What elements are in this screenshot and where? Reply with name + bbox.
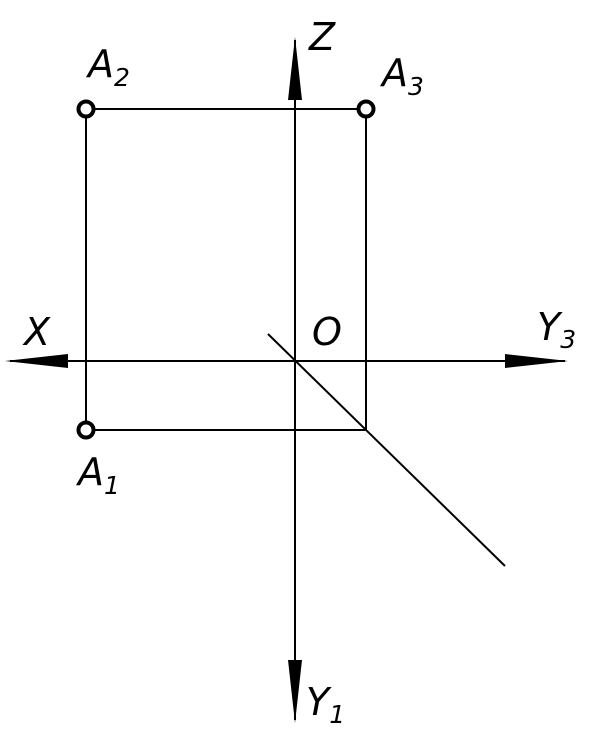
point-label-a2-letter: A xyxy=(85,42,114,86)
axis-label-x: X xyxy=(22,310,51,354)
point-label-a1-index: 1 xyxy=(104,471,120,500)
point-label-a1: A1 xyxy=(75,450,120,500)
axis-label-y3: Y3 xyxy=(537,305,576,354)
axis-label-y1: Y1 xyxy=(306,680,345,729)
y1-axis-arrow xyxy=(288,660,302,723)
constant-line-45 xyxy=(267,333,506,567)
point-label-a3-letter: A xyxy=(379,51,408,95)
axis-label-z: Z xyxy=(308,15,336,59)
axis-label-y3-letter: Y xyxy=(537,305,563,349)
x-axis-arrow xyxy=(5,354,68,368)
axis-label-y3-index: 3 xyxy=(560,325,576,354)
y3-axis-arrow xyxy=(505,354,568,368)
origin-label: O xyxy=(312,310,342,354)
point-a1 xyxy=(76,420,96,440)
point-a3 xyxy=(356,99,376,119)
point-label-a2-index: 2 xyxy=(114,63,130,92)
point-a2 xyxy=(76,99,96,119)
point-label-a3: A3 xyxy=(379,51,424,101)
axis-label-y1-index: 1 xyxy=(329,700,345,729)
point-label-a2: A2 xyxy=(85,42,130,92)
point-label-a3-index: 3 xyxy=(408,72,424,101)
axis-label-y1-letter: Y xyxy=(306,680,332,724)
z-axis-arrow xyxy=(288,37,302,100)
point-label-a1-letter: A xyxy=(75,450,104,494)
